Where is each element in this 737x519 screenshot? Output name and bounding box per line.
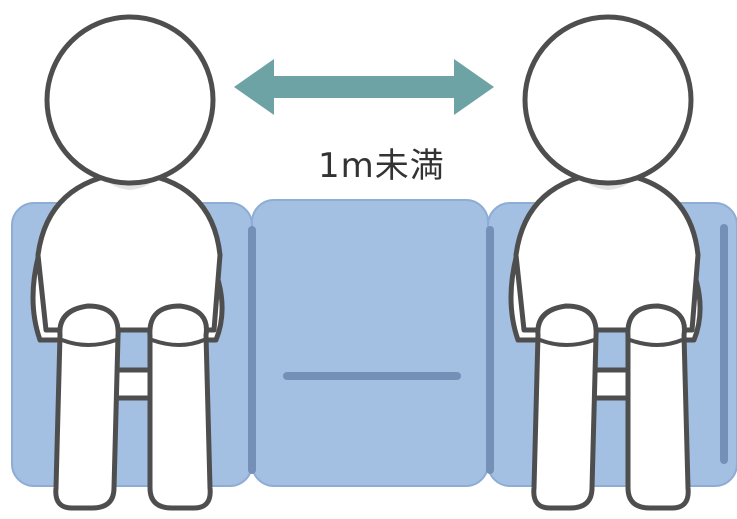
bench-seat-center [251, 199, 489, 487]
distance-label: 1m未満 [318, 146, 445, 186]
seated-person-icon [30, 14, 225, 511]
person-left [30, 14, 225, 511]
double-headed-arrow-icon [234, 59, 494, 115]
seated-person-icon [508, 14, 703, 511]
person-right [508, 14, 703, 511]
